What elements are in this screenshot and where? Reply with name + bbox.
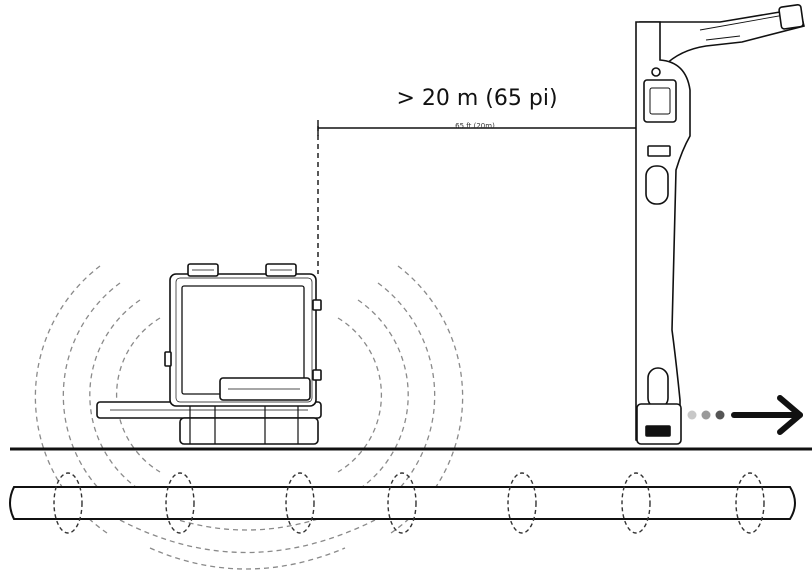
receiver-power-button <box>651 67 661 77</box>
distance-label: > 20 m (65 pi) <box>396 86 558 111</box>
motion-indicator <box>687 395 803 435</box>
wave-left-1 <box>115 317 161 473</box>
wave-bottom-2 <box>119 519 376 554</box>
wave-left-3 <box>62 282 121 509</box>
pipe-body <box>9 486 796 520</box>
wave-left-4 <box>34 265 111 536</box>
wave-right-2 <box>357 299 409 491</box>
receiver-grip-upper <box>645 165 669 205</box>
wave-right-3 <box>377 282 436 509</box>
wave-left-2 <box>89 299 141 491</box>
receiver-grip-lower <box>647 367 669 409</box>
receiver-foot <box>636 403 682 445</box>
pipe-ring <box>165 472 195 534</box>
distance-sublabel: 65 ft (20m) <box>455 122 495 130</box>
buried-pipe <box>9 472 796 534</box>
pipe-ring <box>285 472 315 534</box>
pipe-ring <box>507 472 537 534</box>
pipe-ring <box>621 472 651 534</box>
transmitter-box-icon <box>96 263 322 445</box>
motion-dot <box>687 410 697 420</box>
receiver-button-bar <box>647 145 671 157</box>
receiver-wand-icon <box>635 4 805 445</box>
arrow-right-icon <box>731 395 803 435</box>
pipe-ring <box>53 472 83 534</box>
motion-dot <box>701 410 711 420</box>
pipe-ring <box>387 472 417 534</box>
wave-right-4 <box>387 265 464 536</box>
wave-bottom-3 <box>149 547 346 570</box>
motion-dot <box>715 410 725 420</box>
pipe-ring <box>735 472 765 534</box>
wave-right-1 <box>337 317 383 473</box>
